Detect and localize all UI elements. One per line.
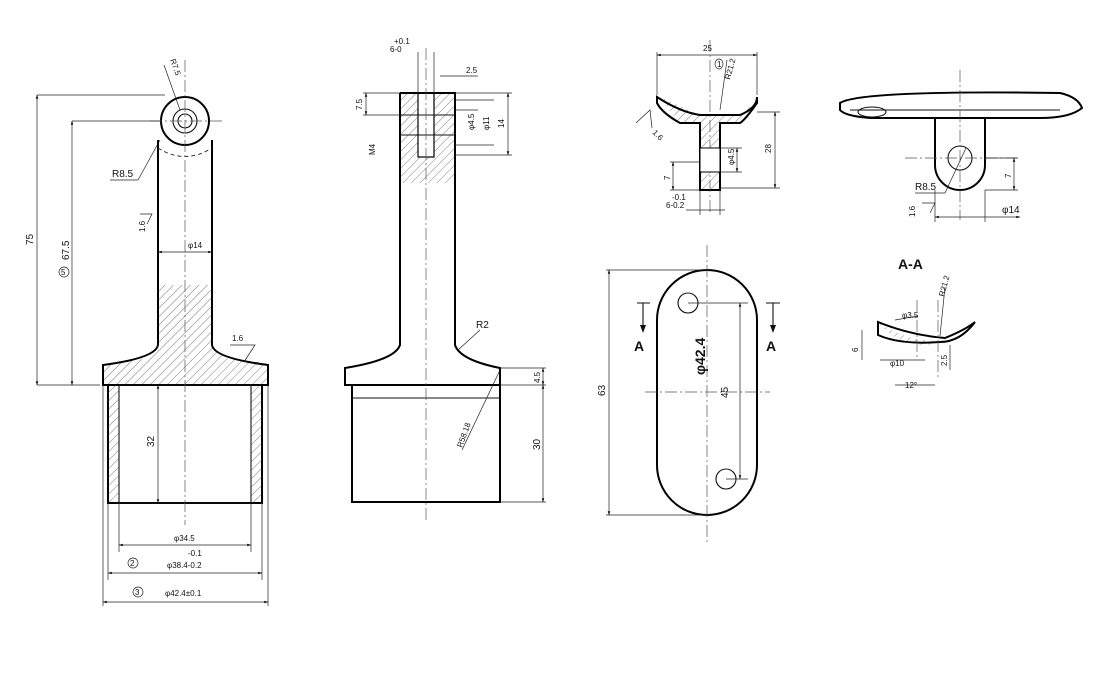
dim-75: 75 <box>25 233 36 245</box>
surface-16-iso: 1.6 <box>908 205 917 217</box>
section-aa: A-A R21.2 φ3.5 6 φ10 12° 2.5 <box>851 256 976 390</box>
balloon-5: 5 <box>61 268 66 277</box>
side-view: +0.1 6-0 2.5 7.5 M4 φ4.5 φ11 14 R2 R58.1… <box>344 37 546 520</box>
dim-28: 28 <box>764 144 773 153</box>
dia-10-aa: φ10 <box>890 359 905 368</box>
radius-r75: R7.5 <box>168 58 182 77</box>
dia-384: φ38.4-0.2 <box>167 561 202 570</box>
iso-view: R8.5 7 1.6 φ14 <box>839 70 1084 222</box>
saddle-view: 25 1 R21.2 1.6 28 φ4.5 7 -0.1 6-0.2 <box>635 40 780 215</box>
tol2-saddle: 6-0.2 <box>666 201 685 210</box>
angle-12-aa: 12° <box>905 381 917 390</box>
radius-r85: R8.5 <box>112 169 134 180</box>
radius-r2: R2 <box>476 320 489 331</box>
dim-25-aa: 2.5 <box>940 354 949 366</box>
dim-75-side: 7.5 <box>355 98 364 110</box>
dia-14-iso: φ14 <box>1002 205 1020 216</box>
section-a-left: A <box>634 338 644 354</box>
tol-top: +0.1 <box>394 37 410 46</box>
bottom-view: 63 45 φ42.4 A A <box>597 245 780 545</box>
surface-16-left: 1.6 <box>138 220 147 232</box>
dim-45-oval: 45 <box>720 386 731 398</box>
dia-345: φ34.5 <box>174 534 195 543</box>
dim-6-aa: 6 <box>851 347 860 352</box>
dia-45-side: φ4.5 <box>467 113 476 130</box>
balloon-2: 2 <box>130 559 135 568</box>
dia-neck: φ14 <box>188 241 203 250</box>
radius-r85-iso: R8.5 <box>915 182 937 193</box>
surface-16-saddle: 1.6 <box>651 128 666 143</box>
balloon-3: 3 <box>135 588 140 597</box>
radius-r212-aa: R21.2 <box>937 274 951 297</box>
dim-30: 30 <box>532 438 543 450</box>
balloon-1: 1 <box>717 60 722 69</box>
surface-16-right: 1.6 <box>232 334 244 343</box>
thread-m4: M4 <box>368 143 377 155</box>
radius-r212: R21.2 <box>723 57 737 80</box>
dim-32: 32 <box>146 435 157 447</box>
dia-424-oval: φ42.4 <box>692 338 708 375</box>
tol-slot: 6-0 <box>390 45 402 54</box>
dia-11: φ11 <box>482 116 491 130</box>
dim-7-saddle: 7 <box>663 175 672 180</box>
width-25: 25 <box>703 44 712 53</box>
dia-45-saddle: φ4.5 <box>727 148 736 165</box>
radius-r5818: R58.18 <box>455 421 472 449</box>
dim-14-side: 14 <box>497 119 506 128</box>
dim-675: 67.5 <box>61 240 72 260</box>
tol-saddle: -0.1 <box>672 193 686 202</box>
dia-424: φ42.4±0.1 <box>165 589 202 598</box>
tol-neg: -0.1 <box>188 549 202 558</box>
section-a-right: A <box>766 338 776 354</box>
dia-35-aa: φ3.5 <box>902 311 919 320</box>
section-aa-title: A-A <box>898 256 923 272</box>
dim-25: 2.5 <box>466 66 478 75</box>
dim-45-side: 4.5 <box>533 371 542 383</box>
dim-7-iso: 7 <box>1004 173 1013 178</box>
dim-63: 63 <box>597 384 608 396</box>
front-view: 75 67.5 5 R7.5 R8.5 1.6 φ14 1.6 32 φ34.5… <box>25 58 269 606</box>
